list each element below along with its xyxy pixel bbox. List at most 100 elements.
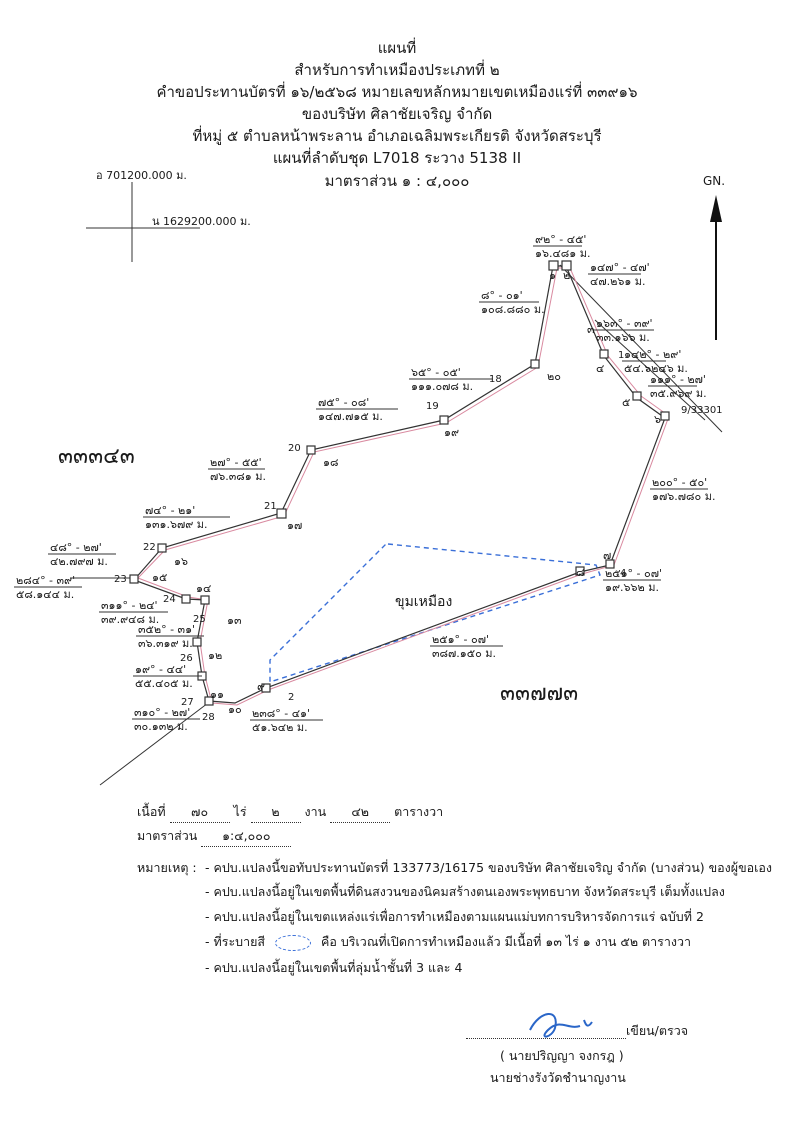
point-label: 4 bbox=[620, 568, 626, 579]
boundary-line-ne bbox=[559, 264, 723, 433]
north-label: GN. bbox=[703, 174, 726, 188]
point-label: 25 bbox=[193, 614, 206, 625]
point-label: 24 bbox=[163, 594, 176, 605]
point-label: ๒ bbox=[563, 269, 570, 282]
shade-legend-icon bbox=[275, 934, 312, 951]
point-label: 21 bbox=[264, 501, 277, 512]
point-label: ๑ bbox=[549, 269, 556, 282]
point-label: ๑๘ bbox=[323, 456, 338, 469]
map-subtitle: สำหรับการทำเหมืองประเภทที่ ๒ bbox=[294, 61, 500, 79]
bearing-label: ๑๔๗° - ๔๗' bbox=[590, 261, 650, 274]
point-label: ๗ bbox=[603, 549, 611, 562]
marker-box bbox=[632, 391, 642, 401]
marker-box bbox=[605, 559, 615, 569]
point-label: 1 bbox=[618, 350, 624, 361]
signature-mark bbox=[529, 1013, 593, 1038]
point-label: ๕ bbox=[622, 396, 630, 409]
point-label: 9/33301 bbox=[681, 405, 723, 416]
remark-shade-prefix: - ที่ระบายสี bbox=[205, 934, 266, 949]
remark-item: - คปบ.แปลงนี้อยู่ในเขตพื้นที่ดินสงวนของน… bbox=[205, 884, 725, 899]
distance-label: ๓๖.๓๑๙ ม. bbox=[138, 637, 193, 650]
signer-position: นายช่างรังวัดชำนาญงาน bbox=[490, 1070, 626, 1085]
signature-line: เขียน/ตรวจ bbox=[466, 1021, 688, 1041]
marker-box bbox=[181, 594, 191, 604]
boundary-line-ne2 bbox=[594, 319, 706, 421]
marker-box bbox=[530, 359, 540, 369]
marker-box bbox=[439, 415, 449, 425]
bearing-label: ๙๒° - ๔๕' bbox=[535, 233, 586, 246]
map-sheet-line: แผนที่ลำดับชุด L7018 ระวาง 5138 II bbox=[272, 149, 522, 167]
point-label: ๖ bbox=[654, 413, 661, 426]
area-wa-unit: ตารางวา bbox=[394, 804, 444, 819]
bearing-label: ๓๑๑° - ๒๔' bbox=[101, 599, 158, 612]
point-label: ๑๗ bbox=[287, 519, 302, 532]
bearing-label: ๓๑๐° - ๒๗' bbox=[134, 706, 190, 719]
point-label: 20 bbox=[288, 443, 301, 454]
bearing-label: ๒๕๑° - ๐๗' bbox=[605, 567, 662, 580]
distance-label: ๔๒.๗๙๗ ม. bbox=[50, 555, 108, 568]
point-label: ๒๐ bbox=[547, 370, 561, 383]
distance-label: ๓๐.๑๓๒ ม. bbox=[134, 720, 188, 733]
map-title: แผนที่ bbox=[377, 39, 417, 57]
area-ngan-value: ๒ bbox=[250, 802, 301, 823]
point-label: 2 bbox=[288, 692, 294, 703]
distance-label: ๔๗.๒๖๑ ม. bbox=[590, 275, 646, 288]
parcel-number-west: ๓๓๓๔๓ bbox=[58, 444, 135, 469]
mine-area-label: ขุมเหมือง bbox=[395, 594, 452, 610]
distance-label: ๓๕.๙๖๙ ม. bbox=[650, 387, 707, 400]
area-ngan-unit: งาน bbox=[304, 804, 327, 819]
remark-item: - คปบ.แปลงนี้อยู่ในเขตแหล่งแร่เพื่อการทำ… bbox=[205, 909, 704, 924]
marker-box bbox=[548, 260, 559, 271]
bearing-label: ๓๕๒° - ๓๑' bbox=[138, 623, 195, 636]
bearing-label: ๗๔° - ๒๑' bbox=[145, 504, 195, 517]
point-label: ๔ bbox=[596, 362, 604, 375]
bearing-label: ๑๙° - ๔๔' bbox=[135, 663, 186, 676]
footer-scale-row: มาตราส่วน ๑:๔,๐๐๐ bbox=[137, 826, 292, 847]
marker-box bbox=[261, 683, 271, 693]
northing-label: น 1629200.000 ม. bbox=[152, 215, 251, 228]
distance-label: ๑๓๑.๖๗๙ ม. bbox=[145, 518, 208, 531]
signer-name: ( นายปริญญา จงกรฎ ) bbox=[500, 1048, 624, 1063]
remarks-label: หมายเหตุ : bbox=[137, 860, 197, 875]
distance-label: ๑๖.๔๘๑ ม. bbox=[535, 247, 591, 260]
area-label: เนื้อที่ bbox=[137, 804, 166, 819]
marker-box bbox=[660, 411, 670, 421]
remark-item: - คปบ.แปลงนี้อยู่ในเขตพื้นที่ลุ่มน้ำชั้น… bbox=[205, 960, 463, 975]
mined-area-outline bbox=[269, 543, 601, 683]
point-label: ๙ bbox=[257, 680, 265, 693]
point-label: ๑๒ bbox=[208, 649, 222, 662]
distance-label: ๑๗๖.๗๘๐ ม. bbox=[652, 490, 715, 503]
point-label: 22 bbox=[143, 542, 156, 553]
bearing-label: ๖๕° - ๐๕' bbox=[411, 366, 461, 379]
remark-shade-row: - ที่ระบายสี คือ บริเวณที่เปิดการทำเหมือ… bbox=[205, 932, 691, 952]
parcel-number-southeast: ๓๓๗๗๓ bbox=[500, 681, 578, 706]
bearing-label: ๘° - ๐๑' bbox=[481, 289, 523, 302]
footer-scale-value: ๑:๔,๐๐๐ bbox=[201, 826, 292, 847]
marker-box bbox=[276, 508, 287, 519]
signature-role: เขียน/ตรวจ bbox=[626, 1023, 689, 1038]
marker-box bbox=[575, 566, 585, 576]
easting-label: อ 701200.000 ม. bbox=[96, 169, 187, 182]
point-label: ๓ bbox=[587, 323, 595, 336]
area-row: เนื้อที่ ๗๐ ไร่ ๒ งาน ๔๒ ตารางวา bbox=[137, 802, 443, 823]
bearing-label: ๑๔๒° - ๒๙' bbox=[624, 348, 681, 361]
point-label: ๑๓ bbox=[227, 614, 242, 627]
marker-box bbox=[129, 574, 139, 584]
marker-box bbox=[200, 595, 210, 605]
marker-box bbox=[561, 260, 572, 271]
point-label: 27 bbox=[181, 697, 194, 708]
request-line: คำขอประทานบัตรที่ ๑๖/๒๕๖๘ หมายเลขหลักหมา… bbox=[156, 83, 638, 101]
distance-label: ๕๔.๖๒๔๖ ม. bbox=[624, 362, 688, 375]
distance-label: ๑๙.๖๖๒ ม. bbox=[605, 581, 659, 594]
marker-box bbox=[192, 637, 202, 647]
point-label: ๑๕ bbox=[152, 571, 167, 584]
point-label: ๑๖ bbox=[174, 555, 188, 568]
point-label: ๑๙ bbox=[444, 426, 459, 439]
distance-label: ๓๘๗.๑๕๐ ม. bbox=[432, 647, 496, 660]
point-label: ๘ bbox=[576, 566, 585, 579]
marker-box bbox=[157, 543, 167, 553]
area-rai-unit: ไร่ bbox=[233, 804, 247, 819]
distance-label: ๑๔๗.๗๑๕ ม. bbox=[318, 410, 383, 423]
point-label: 28 bbox=[202, 712, 215, 723]
point-label: 26 bbox=[180, 653, 193, 664]
